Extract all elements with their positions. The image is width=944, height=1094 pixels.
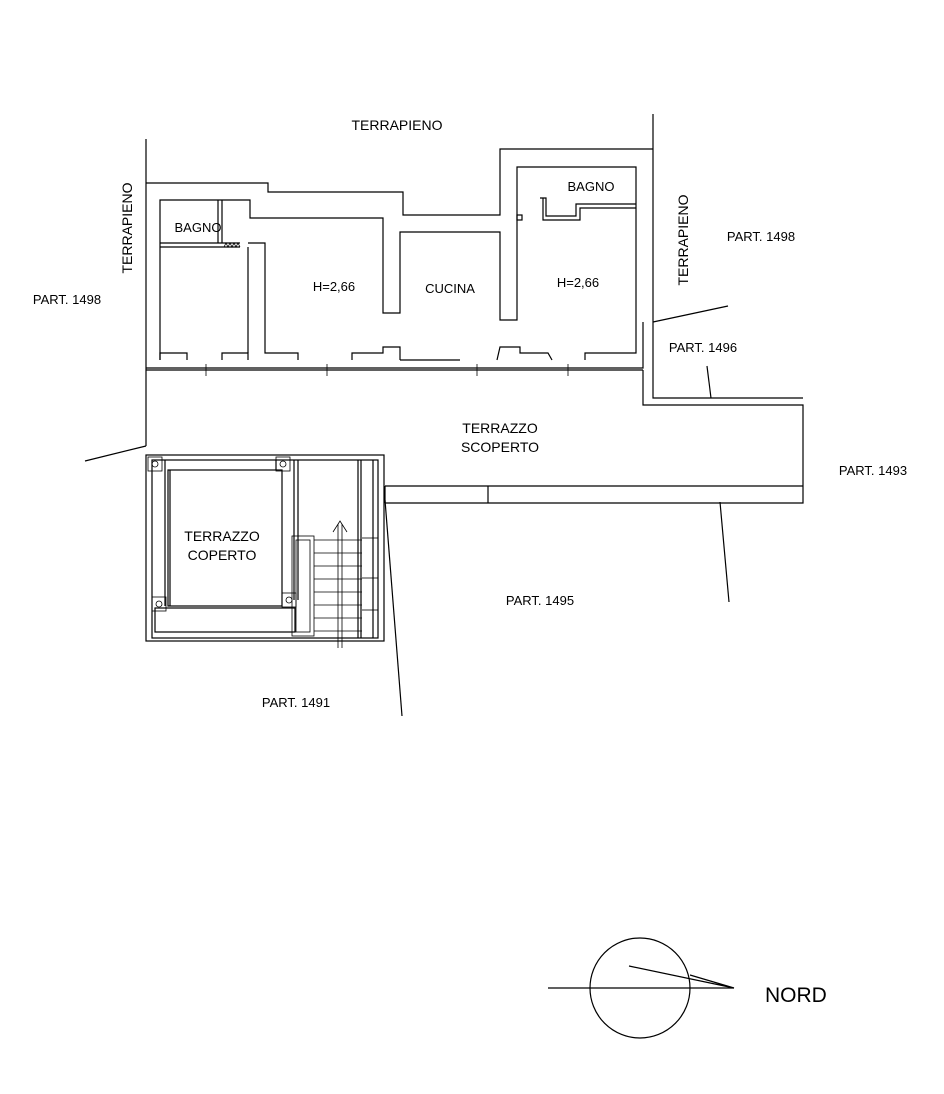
north-arrow: NORD (548, 937, 827, 1039)
label-bagno-right: BAGNO (568, 179, 615, 194)
radiator-icon (223, 242, 241, 248)
north-pointer-icon (628, 965, 735, 989)
label-bagno-left: BAGNO (175, 220, 222, 235)
plan-labels: TERRAPIENO TERRAPIENO TERRAPIENO BAGNO B… (33, 117, 907, 710)
label-part-1491: PART. 1491 (262, 695, 330, 710)
label-terrazzo-coperto-2: COPERTO (188, 547, 257, 563)
column-markers (147, 456, 297, 612)
label-terrapieno-top: TERRAPIENO (351, 117, 442, 133)
label-cucina: CUCINA (425, 281, 475, 296)
label-part-1493: PART. 1493 (839, 463, 907, 478)
label-part-1498-right: PART. 1498 (727, 229, 795, 244)
wall-ticks (205, 364, 569, 376)
label-terrazzo-scoperto-2: SCOPERTO (461, 439, 539, 455)
label-terrazzo-coperto-1: TERRAZZO (184, 528, 260, 544)
north-label: NORD (765, 984, 827, 1007)
stairs (291, 535, 378, 637)
label-height-right: H=2,66 (557, 275, 599, 290)
label-terrazzo-scoperto-1: TERRAZZO (462, 420, 538, 436)
terrazzo-coperto-outline (145, 454, 385, 642)
label-part-1496: PART. 1496 (669, 340, 737, 355)
stair-arrow-icon (332, 520, 348, 648)
label-terrapieno-right: TERRAPIENO (675, 194, 691, 285)
label-terrapieno-left: TERRAPIENO (119, 182, 135, 273)
terrazzo-scoperto-outline (384, 322, 804, 504)
label-height-left: H=2,66 (313, 279, 355, 294)
label-part-1498-left: PART. 1498 (33, 292, 101, 307)
label-part-1495: PART. 1495 (506, 593, 574, 608)
building-walls (146, 148, 653, 369)
